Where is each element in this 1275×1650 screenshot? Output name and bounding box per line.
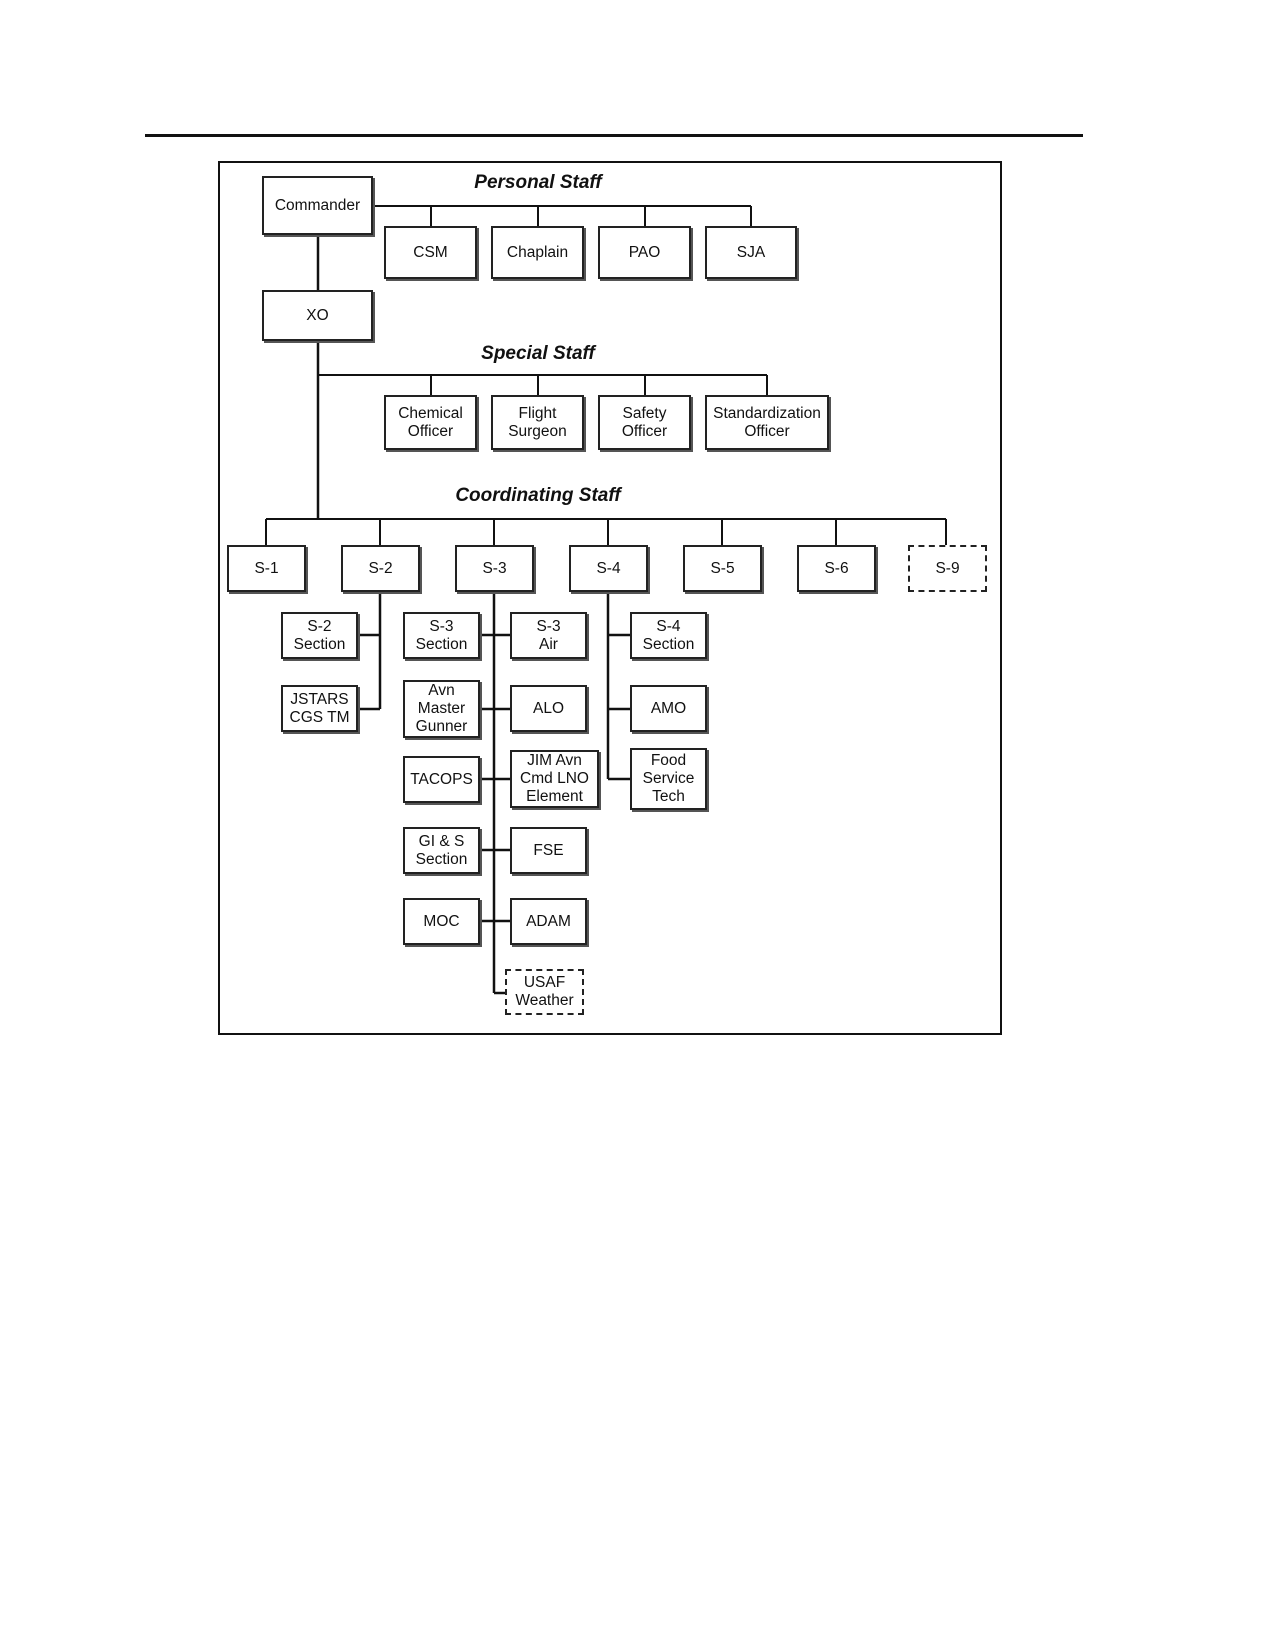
- s6-box: S-6: [797, 545, 876, 592]
- sja-box: SJA: [705, 226, 797, 279]
- food-service-tech-box: Food Service Tech: [630, 748, 707, 810]
- amo-box: AMO: [630, 685, 707, 732]
- s5-box: S-5: [683, 545, 762, 592]
- safety-officer-box: Safety Officer: [598, 395, 691, 450]
- pao-box: PAO: [598, 226, 691, 279]
- s9-box: S-9: [908, 545, 987, 592]
- adam-box: ADAM: [510, 898, 587, 945]
- chaplain-box: Chaplain: [491, 226, 584, 279]
- s4-box: S-4: [569, 545, 648, 592]
- s3-section-box: S-3 Section: [403, 612, 480, 659]
- xo-box: XO: [262, 290, 373, 341]
- avn-master-gunner-box: Avn Master Gunner: [403, 680, 480, 738]
- usaf-weather-box: USAF Weather: [505, 969, 584, 1015]
- fse-box: FSE: [510, 827, 587, 874]
- s3-box: S-3: [455, 545, 534, 592]
- jim-avn-cmd-lno-element-box: JIM Avn Cmd LNO Element: [510, 750, 599, 808]
- standardization-officer-box: Standardization Officer: [705, 395, 829, 450]
- s1-box: S-1: [227, 545, 306, 592]
- gis-section-box: GI & S Section: [403, 827, 480, 874]
- s3-air-box: S-3 Air: [510, 612, 587, 659]
- alo-box: ALO: [510, 685, 587, 732]
- diagram-frame: [218, 161, 1002, 1035]
- jstars-cgs-tm-box: JSTARS CGS TM: [281, 685, 358, 732]
- commander-box: Commander: [262, 176, 373, 235]
- coordinating-staff-heading: Coordinating Staff: [455, 485, 621, 506]
- s2-section-box: S-2 Section: [281, 612, 358, 659]
- s4-section-box: S-4 Section: [630, 612, 707, 659]
- moc-box: MOC: [403, 898, 480, 945]
- flight-surgeon-box: Flight Surgeon: [491, 395, 584, 450]
- chemical-officer-box: Chemical Officer: [384, 395, 477, 450]
- csm-box: CSM: [384, 226, 477, 279]
- s2-box: S-2: [341, 545, 420, 592]
- personal-staff-heading: Personal Staff: [474, 172, 602, 193]
- tacops-box: TACOPS: [403, 756, 480, 803]
- header-rule: [145, 134, 1083, 137]
- special-staff-heading: Special Staff: [481, 343, 595, 364]
